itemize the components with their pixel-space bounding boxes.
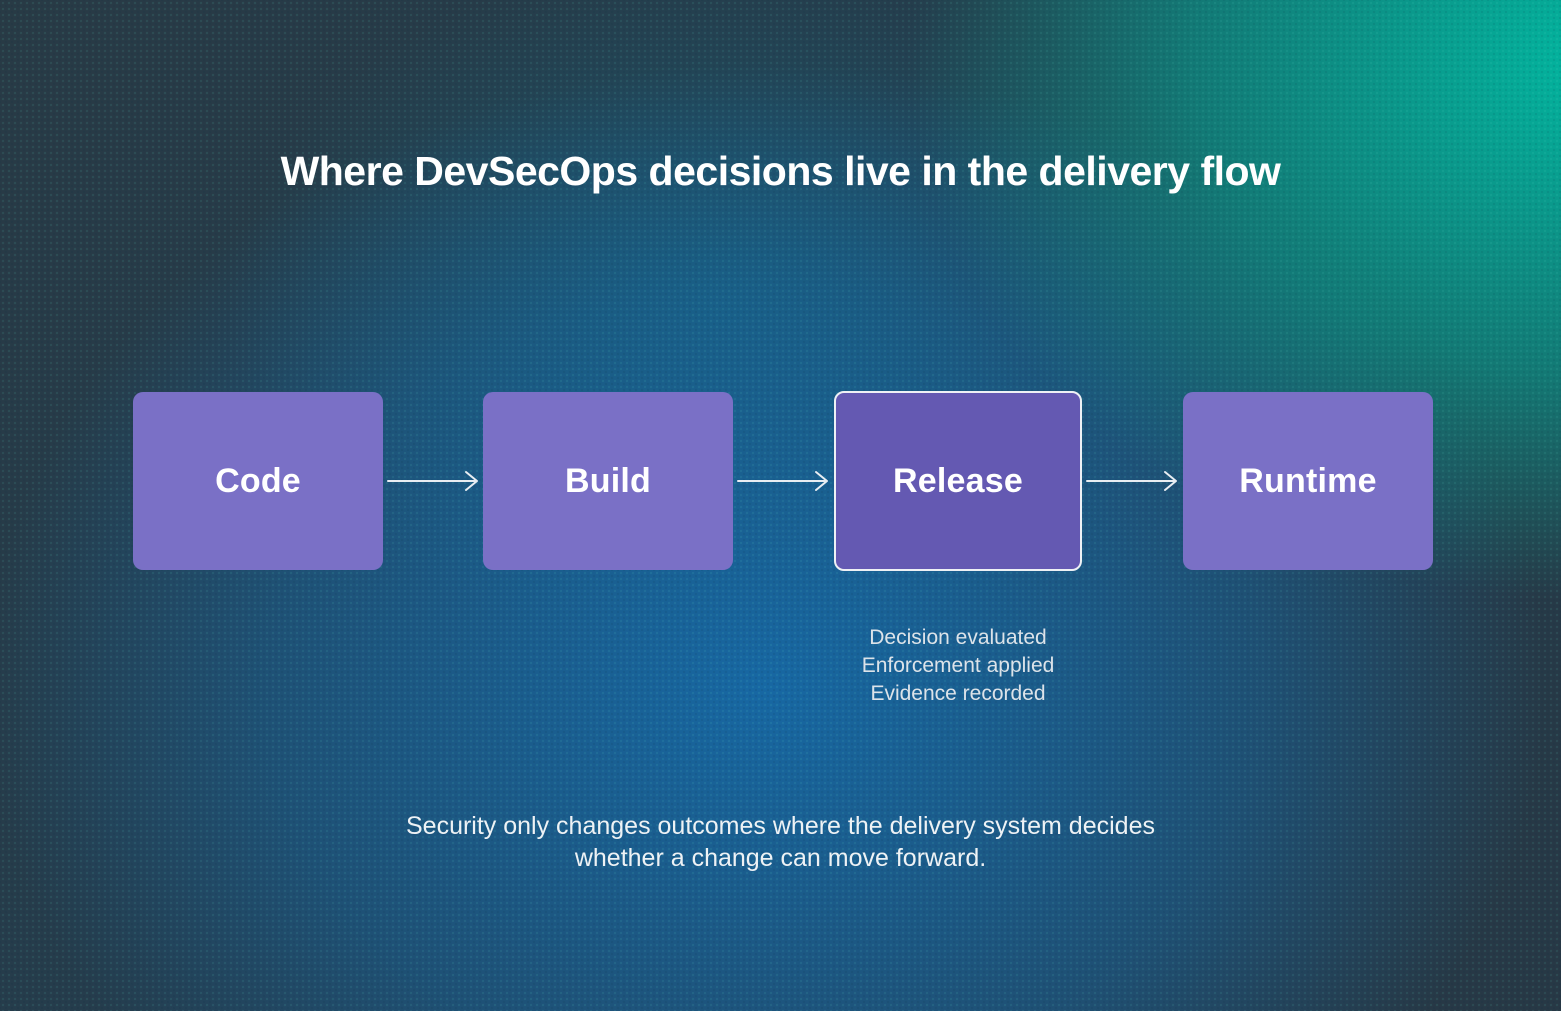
- arrow-right-icon: [387, 471, 478, 491]
- stage-release: Release: [834, 391, 1082, 571]
- stage-build: Build: [483, 392, 733, 570]
- footer-caption-line-2: whether a change can move forward.: [574, 844, 987, 872]
- flow-arrow-code-to-build: [387, 469, 483, 493]
- page-title: Where DevSecOps decisions live in the de…: [280, 148, 1281, 194]
- footer-caption: Security only changes outcomes where the…: [0, 810, 1561, 874]
- stage-code: Code: [133, 392, 383, 570]
- stage-code-label: Code: [215, 461, 301, 500]
- flow-arrow-build-to-release: [737, 469, 833, 493]
- stage-runtime: Runtime: [1183, 392, 1433, 570]
- arrow-right-icon: [1086, 471, 1177, 491]
- release-note-enforcement: Enforcement applied: [861, 654, 1055, 677]
- stage-build-label: Build: [565, 461, 651, 500]
- release-note-decision: Decision evaluated: [869, 626, 1047, 649]
- arrow-right-icon: [737, 471, 828, 491]
- release-note-evidence: Evidence recorded: [870, 682, 1046, 705]
- stage-runtime-label: Runtime: [1239, 461, 1377, 500]
- stage-release-label: Release: [893, 461, 1023, 500]
- release-notes: Decision evaluated Enforcement applied E…: [808, 624, 1108, 708]
- flow-arrow-release-to-runtime: [1086, 469, 1182, 493]
- footer-caption-line-1: Security only changes outcomes where the…: [406, 812, 1155, 840]
